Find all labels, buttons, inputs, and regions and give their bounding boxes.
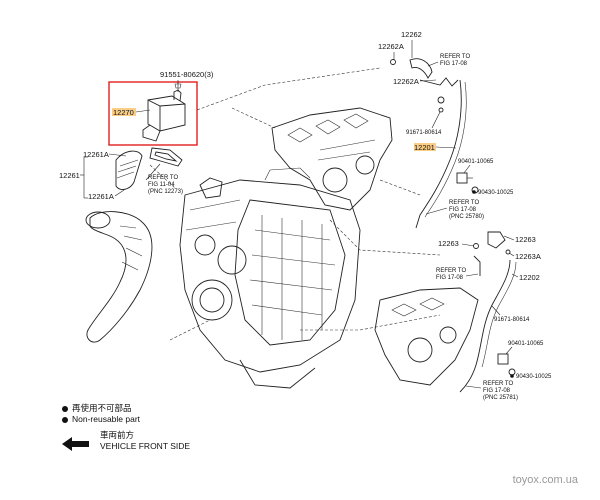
arrow-left-icon [62, 437, 89, 451]
label-refer-mid-pnc: (PNC 25780) [449, 214, 484, 220]
label-refer-mid-fig: FIG 17-08 [449, 207, 477, 213]
front-text-en: VEHICLE FRONT SIDE [100, 441, 191, 451]
label-refer-mid: REFER TO [449, 200, 479, 206]
label-91671-bot: 91671-80614 [494, 317, 530, 323]
label-90430-top: 90430-10025 [478, 190, 514, 196]
exhaust-manifold-lower-drawing [374, 287, 479, 386]
label-12262a-top: 12262A [378, 42, 404, 51]
label-12261a-top: 12261A [83, 150, 109, 159]
label-12262a-mid: 12262A [393, 77, 419, 86]
label-refer-top-fig: FIG 17-08 [440, 61, 468, 67]
front-text-jp: 車両前方 [100, 430, 135, 440]
label-refer-left-pnc: (PNC 12273) [148, 189, 183, 195]
label-12263a: 12263A [515, 252, 541, 261]
dashed-lead-5 [300, 314, 441, 331]
legend-text-jp: 再使用不可部品 [72, 403, 132, 413]
legend-text-en: Non-reusable part [72, 414, 141, 424]
hose-12262-drawing [390, 58, 459, 113]
label-12261a-bot: 12261A [88, 192, 114, 201]
watermark: toyox.com.ua [512, 474, 578, 486]
label-refer-r-fig: FIG 17-08 [436, 275, 464, 281]
label-91551: 91551-80620(3) [160, 70, 214, 79]
label-refer-bot: REFER TO [483, 381, 513, 387]
gasket-drawing [149, 147, 183, 167]
label-refer-bot-fig: FIG 17-08 [483, 388, 511, 394]
engine-block-drawing [179, 167, 361, 389]
bolt-90401-bot-drawing [497, 353, 516, 376]
label-90401-top: 90401-10065 [458, 159, 494, 165]
label-90401-bot: 90401-10065 [508, 341, 544, 347]
dashed-lead-4 [329, 219, 441, 256]
pipe-12202-drawing [459, 259, 511, 393]
hose-12263-drawing [473, 231, 511, 276]
air-duct-12261-drawing [85, 150, 153, 343]
label-12263-left: 12263 [438, 239, 459, 248]
pipe-12201-drawing [415, 79, 462, 229]
legend-row-en: Non-reusable part [62, 414, 140, 425]
legend: 再使用不可部品 Non-reusable part [62, 403, 140, 425]
label-90430-bot: 90430-10025 [516, 374, 552, 380]
label-12202: 12202 [519, 273, 540, 282]
dashed-lead-2 [231, 107, 276, 129]
non-reusable-dot-icon [62, 405, 68, 412]
dashed-lead-6 [149, 164, 176, 189]
legend-row-jp: 再使用不可部品 [62, 403, 140, 414]
dashed-lead-3 [379, 179, 421, 196]
label-refer-top: REFER TO [440, 54, 470, 60]
label-12262: 12262 [401, 30, 422, 39]
label-refer-r: REFER TO [436, 268, 466, 274]
non-reusable-dot-icon [62, 416, 68, 423]
label-refer-left: REFER TO [148, 175, 178, 181]
dashed-lead-1 [196, 67, 381, 111]
exhaust-manifold-upper-drawing [271, 107, 393, 211]
label-12201: 12201 [414, 143, 435, 152]
label-12261: 12261 [59, 171, 80, 180]
bolt-90401-top-drawing [456, 172, 479, 194]
label-12270[interactable]: 12270 [113, 108, 134, 117]
label-refer-left-fig: FIG 11-04 [148, 182, 175, 188]
vacuum-valve-drawing [142, 82, 186, 142]
dashed-lead-7 [169, 319, 211, 341]
label-91671-top: 91671-80614 [406, 130, 442, 136]
highlight-box-12270 [108, 81, 198, 146]
label-refer-bot-pnc: (PNC 25781) [483, 395, 518, 401]
label-12263-right: 12263 [515, 235, 536, 244]
